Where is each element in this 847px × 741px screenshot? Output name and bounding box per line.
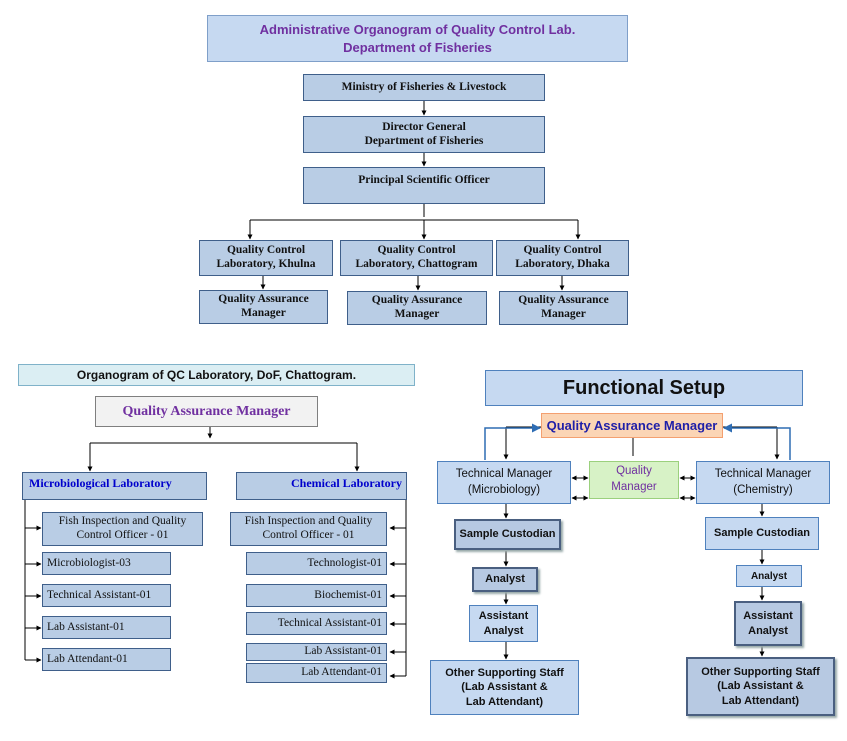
ministry-box: Ministry of Fisheries & Livestock <box>303 74 545 101</box>
micro-assistant-analyst: Assistant Analyst <box>469 605 538 642</box>
functional-setup-title: Functional Setup <box>485 370 803 406</box>
chem-lab-attendant: Lab Attendant-01 <box>246 663 387 683</box>
micro-sample-custodian: Sample Custodian <box>454 519 561 550</box>
chem-technologist: Technologist-01 <box>246 552 387 575</box>
lab-chattogram-box: Quality Control Laboratory, Chattogram <box>340 240 493 276</box>
micro-analyst: Analyst <box>472 567 538 592</box>
chem-lab-assistant: Lab Assistant-01 <box>246 643 387 661</box>
quality-assurance-manager-box: Quality Assurance Manager <box>95 396 318 427</box>
technical-manager-microbiology: Technical Manager (Microbiology) <box>437 461 571 504</box>
principal-scientific-officer-box: Principal Scientific Officer <box>303 167 545 204</box>
chem-analyst: Analyst <box>736 565 802 587</box>
technical-manager-chemistry: Technical Manager (Chemistry) <box>696 461 830 504</box>
quality-manager-box: Quality Manager <box>589 461 679 499</box>
chem-fish-inspection-officer: Fish Inspection and Quality Control Offi… <box>230 512 387 546</box>
director-general-box: Director General Department of Fisheries <box>303 116 545 153</box>
micro-lab-assistant: Lab Assistant-01 <box>42 616 171 639</box>
chem-assistant-analyst: Assistant Analyst <box>734 601 802 646</box>
chem-other-supporting-staff: Other Supporting Staff (Lab Assistant & … <box>686 657 835 716</box>
qam-chattogram-box: Quality Assurance Manager <box>347 291 487 325</box>
chem-sample-custodian: Sample Custodian <box>705 517 819 550</box>
functional-qam-box: Quality Assurance Manager <box>541 413 723 438</box>
micro-microbiologist: Microbiologist-03 <box>42 552 171 575</box>
qam-dhaka-box: Quality Assurance Manager <box>499 291 628 325</box>
chem-biochemist: Biochemist-01 <box>246 584 387 607</box>
micro-fish-inspection-officer: Fish Inspection and Quality Control Offi… <box>42 512 203 546</box>
micro-technical-assistant: Technical Assistant-01 <box>42 584 171 607</box>
microbiological-lab-head: Microbiological Laboratory <box>22 472 207 500</box>
micro-lab-attendant: Lab Attendant-01 <box>42 648 171 671</box>
micro-other-supporting-staff: Other Supporting Staff (Lab Assistant & … <box>430 660 579 715</box>
lab-khulna-box: Quality Control Laboratory, Khulna <box>199 240 333 276</box>
lab-dhaka-box: Quality Control Laboratory, Dhaka <box>496 240 629 276</box>
chem-technical-assistant: Technical Assistant-01 <box>246 612 387 635</box>
qc-lab-organogram-title: Organogram of QC Laboratory, DoF, Chatto… <box>18 364 415 386</box>
admin-organogram-title: Administrative Organogram of Quality Con… <box>207 15 628 62</box>
qam-khulna-box: Quality Assurance Manager <box>199 290 328 324</box>
chemical-lab-head: Chemical Laboratory <box>236 472 407 500</box>
